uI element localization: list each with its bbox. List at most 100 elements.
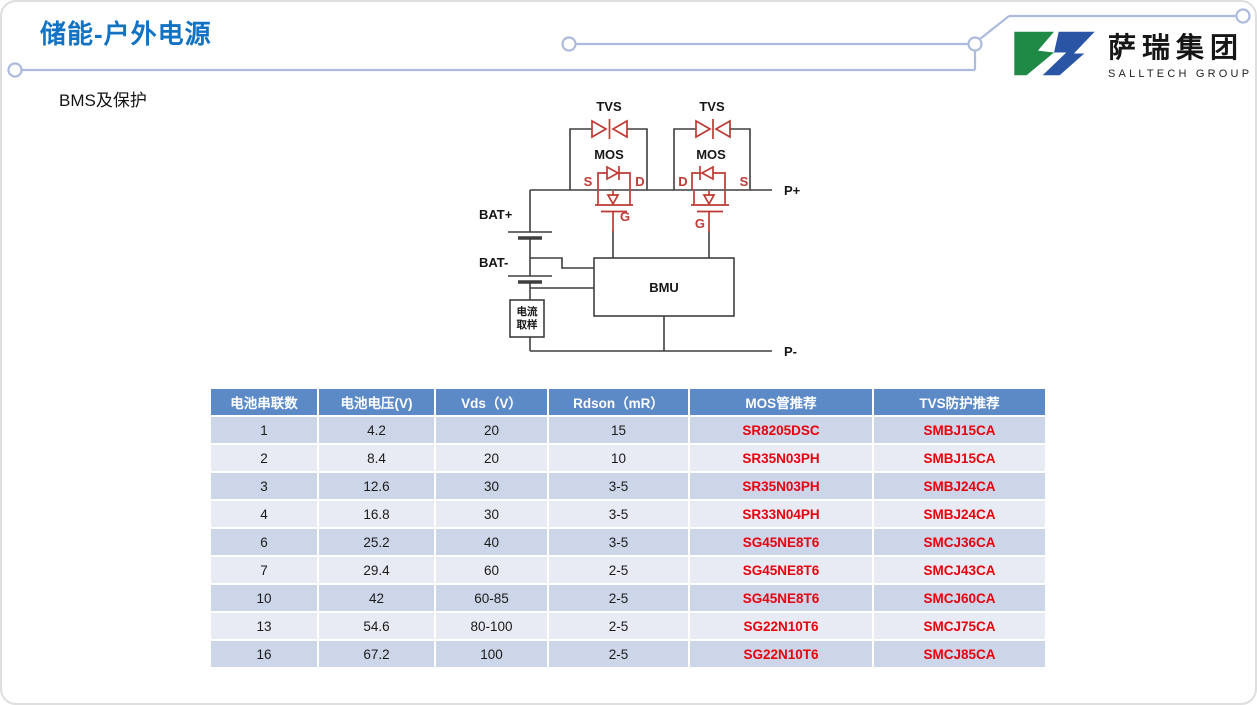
table-cell: 4 (209, 499, 319, 529)
bms-circuit-diagram: TVS TVS MOS MOS BAT+ BAT- BMU P+ P- 电流 取… (479, 99, 801, 359)
table-row: 16 67.2 100 2-5 SG22N10T6 SMCJ85CA (209, 639, 1047, 669)
table-row: 13 54.6 80-100 2-5 SG22N10T6 SMCJ75CA (209, 611, 1047, 641)
table-cell-tvs-part: SMBJ15CA (872, 443, 1047, 473)
table-cell: 29.4 (317, 555, 436, 585)
table-cell: 80-100 (434, 611, 549, 641)
logo-text: 萨瑞集团 SALLTECH GROUP (1108, 26, 1252, 80)
tvs-label-left: TVS (596, 99, 622, 114)
table-row: 6 25.2 40 3-5 SG45NE8T6 SMCJ36CA (209, 527, 1047, 557)
table-cell: 3-5 (547, 527, 690, 557)
table-cell: 100 (434, 639, 549, 669)
table-row: 7 29.4 60 2-5 SG45NE8T6 SMCJ43CA (209, 555, 1047, 585)
table-row: 3 12.6 30 3-5 SR35N03PH SMBJ24CA (209, 471, 1047, 501)
header-vds: Vds（V） (434, 387, 549, 417)
table-cell: 25.2 (317, 527, 436, 557)
table-cell: 40 (434, 527, 549, 557)
header-mos-recommendation: MOS管推荐 (688, 387, 874, 417)
table-cell-mos-part: SG22N10T6 (688, 639, 874, 669)
table-cell: 30 (434, 471, 549, 501)
table-cell: 60-85 (434, 583, 549, 613)
table-cell: 30 (434, 499, 549, 529)
bat-minus-label: BAT- (479, 255, 508, 270)
table-cell-mos-part: SG45NE8T6 (688, 583, 874, 613)
header-rdson: Rdson（mR） (547, 387, 690, 417)
bat-plus-label: BAT+ (479, 207, 513, 222)
table-cell-mos-part: SG22N10T6 (688, 611, 874, 641)
drain-label-left: D (635, 174, 644, 189)
p-minus-label: P- (784, 344, 797, 359)
table-cell-tvs-part: SMCJ60CA (872, 583, 1047, 613)
table-cell: 10 (547, 443, 690, 473)
table-cell-tvs-part: SMBJ24CA (872, 471, 1047, 501)
table-cell-mos-part: SR33N04PH (688, 499, 874, 529)
table-cell: 10 (209, 583, 319, 613)
table-cell: 2 (209, 443, 319, 473)
table-cell: 8.4 (317, 443, 436, 473)
table-cell: 4.2 (317, 415, 436, 445)
table-cell-tvs-part: SMBJ15CA (872, 415, 1047, 445)
gate-label-right: G (695, 216, 705, 231)
tvs-diode-left-icon (591, 119, 628, 139)
table-cell: 3-5 (547, 471, 690, 501)
header-tvs-recommendation: TVS防护推荐 (872, 387, 1047, 417)
table-cell: 7 (209, 555, 319, 585)
table-cell: 54.6 (317, 611, 436, 641)
mos-label-right: MOS (696, 147, 726, 162)
mos-label-left: MOS (594, 147, 624, 162)
table-cell-tvs-part: SMCJ75CA (872, 611, 1047, 641)
table-cell-tvs-part: SMBJ24CA (872, 499, 1047, 529)
table-row: 4 16.8 30 3-5 SR33N04PH SMBJ24CA (209, 499, 1047, 529)
table-cell: 2-5 (547, 639, 690, 669)
circuit-wires (508, 128, 772, 352)
tvs-label-right: TVS (699, 99, 725, 114)
gate-label-left: G (620, 209, 630, 224)
table-cell-mos-part: SR8205DSC (688, 415, 874, 445)
p-plus-label: P+ (784, 183, 801, 198)
current-sample-label-1: 电流 (517, 305, 538, 318)
table-cell: 3-5 (547, 499, 690, 529)
header-battery-voltage: 电池电压(V) (317, 387, 436, 417)
header-series-count: 电池串联数 (209, 387, 319, 417)
table-cell: 60 (434, 555, 549, 585)
company-logo: 萨瑞集团 SALLTECH GROUP (1010, 26, 1252, 80)
table-cell: 15 (547, 415, 690, 445)
mosfet-left-icon (595, 165, 633, 232)
table-cell: 6 (209, 527, 319, 557)
table-row: 1 4.2 20 15 SR8205DSC SMBJ15CA (209, 415, 1047, 445)
mos-tvs-recommendation-table: 电池串联数 电池电压(V) Vds（V） Rdson（mR） MOS管推荐 TV… (209, 387, 1047, 669)
table-cell: 67.2 (317, 639, 436, 669)
table-cell: 13 (209, 611, 319, 641)
table-cell-tvs-part: SMCJ85CA (872, 639, 1047, 669)
table-cell-tvs-part: SMCJ36CA (872, 527, 1047, 557)
table-cell: 16 (209, 639, 319, 669)
table-cell: 16.8 (317, 499, 436, 529)
logo-mark-icon (1014, 31, 1095, 76)
drain-label-right: D (678, 174, 687, 189)
gate-source-label-right: S (740, 174, 749, 189)
table-cell-mos-part: SR35N03PH (688, 471, 874, 501)
table-cell-mos-part: SR35N03PH (688, 443, 874, 473)
table-cell-mos-part: SG45NE8T6 (688, 527, 874, 557)
logo-name-cn: 萨瑞集团 (1108, 32, 1245, 63)
mosfet-right-icon (691, 165, 729, 232)
table-cell-mos-part: SG45NE8T6 (688, 555, 874, 585)
table-header-row: 电池串联数 电池电压(V) Vds（V） Rdson（mR） MOS管推荐 TV… (209, 387, 1047, 417)
bmu-label: BMU (649, 280, 679, 295)
source-label-left: S (584, 174, 593, 189)
section-subtitle: BMS及保护 (59, 91, 147, 110)
table-cell: 3 (209, 471, 319, 501)
table-cell: 20 (434, 443, 549, 473)
table-cell: 20 (434, 415, 549, 445)
current-sample-label-2: 取样 (517, 318, 538, 331)
table-cell: 2-5 (547, 583, 690, 613)
table-row: 10 42 60-85 2-5 SG45NE8T6 SMCJ60CA (209, 583, 1047, 613)
table-cell: 12.6 (317, 471, 436, 501)
page-title: 储能-户外电源 (40, 19, 212, 49)
table-cell: 42 (317, 583, 436, 613)
logo-name-en: SALLTECH GROUP (1108, 68, 1253, 80)
table-cell: 1 (209, 415, 319, 445)
table-row: 2 8.4 20 10 SR35N03PH SMBJ15CA (209, 443, 1047, 473)
tvs-diode-right-icon (695, 119, 731, 139)
table-cell: 2-5 (547, 555, 690, 585)
